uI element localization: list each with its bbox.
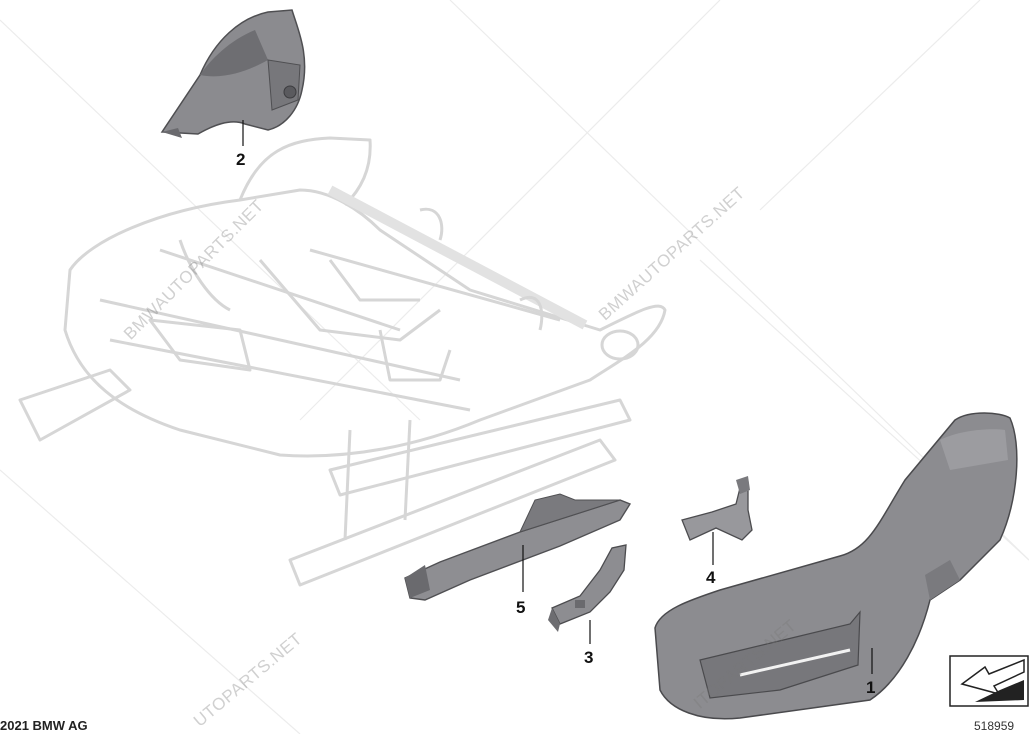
callout-1[interactable]: 1 xyxy=(866,678,876,697)
seat-frame-ghost xyxy=(18,136,667,587)
part-5-strip xyxy=(404,493,632,601)
part-3-bracket xyxy=(548,544,627,632)
part-2-cover xyxy=(160,9,306,138)
callout-4[interactable]: 4 xyxy=(706,568,716,587)
callout-5[interactable]: 5 xyxy=(516,598,526,617)
image-number: 518959 xyxy=(974,719,1015,733)
part-1-side-panel xyxy=(654,412,1018,720)
copyright-text: 2021 BMW AG xyxy=(0,718,88,733)
next-arrow-icon[interactable] xyxy=(949,655,1029,707)
callout-3[interactable]: 3 xyxy=(584,648,594,667)
leader-lines xyxy=(242,120,873,674)
part-4-bracket xyxy=(681,476,753,541)
callout-2[interactable]: 2 xyxy=(236,150,246,169)
